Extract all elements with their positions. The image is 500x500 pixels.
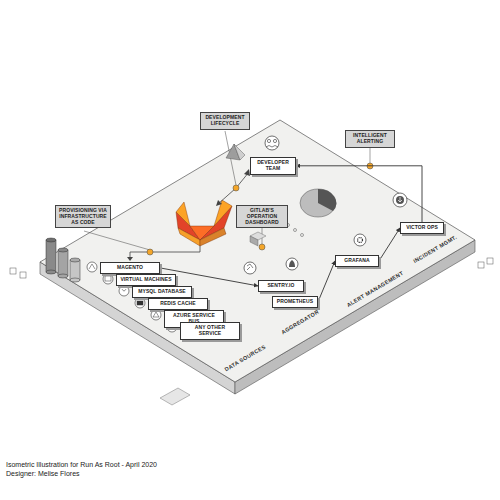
flow-arrow — [379, 228, 400, 261]
node-text: MAGENTO — [104, 265, 156, 271]
service-box: MAGENTO — [100, 262, 160, 274]
service-box: VIRTUAL MACHINES — [116, 274, 176, 286]
callout-box: DEVELOPMENT LIFECYCLE — [200, 112, 250, 130]
node-text: PROVISIONING VIA INFRASTRUCTURE AS CODE — [59, 208, 107, 225]
node-text: REDIS CACHE — [152, 301, 204, 307]
node-text: INTELLIGENT ALERTING — [349, 133, 391, 145]
node-text: MYSQL DATABASE — [136, 289, 188, 295]
flow-arrow — [318, 261, 335, 302]
service-box: MYSQL DATABASE — [132, 286, 192, 298]
node-text: GRAFANA — [339, 258, 375, 264]
node-text: ANY OTHER SERVICE — [184, 325, 236, 337]
node-text: VIRTUAL MACHINES — [120, 277, 172, 283]
team-box: DEVELOPER TEAM — [250, 157, 296, 175]
node-text: GITLAB'S OPERATION DASHBOARD — [240, 208, 284, 225]
node-text: VICTOR OPS — [404, 225, 440, 231]
flow-arrow — [296, 166, 422, 222]
service-box: REDIS CACHE — [148, 298, 208, 310]
callout-box: GITLAB'S OPERATION DASHBOARD — [236, 205, 288, 228]
node-text: DEVELOPER TEAM — [254, 160, 292, 172]
callout-box: INTELLIGENT ALERTING — [345, 130, 395, 148]
tool-box: SENTRY.IO — [258, 280, 304, 292]
node-text: PROMETHEUS — [276, 299, 314, 305]
designer-credit: Designer: Melise Flores — [6, 470, 80, 477]
service-box: ANY OTHER SERVICE — [180, 322, 240, 340]
caption: Isometric Illustration for Run As Root -… — [6, 461, 157, 468]
tool-box: PROMETHEUS — [272, 296, 318, 308]
tool-box: VICTOR OPS — [400, 222, 444, 234]
tool-box: GRAFANA — [335, 255, 379, 267]
node-text: SENTRY.IO — [262, 283, 300, 289]
callout-box: PROVISIONING VIA INFRASTRUCTURE AS CODE — [55, 205, 111, 228]
node-text: DEVELOPMENT LIFECYCLE — [204, 115, 246, 127]
